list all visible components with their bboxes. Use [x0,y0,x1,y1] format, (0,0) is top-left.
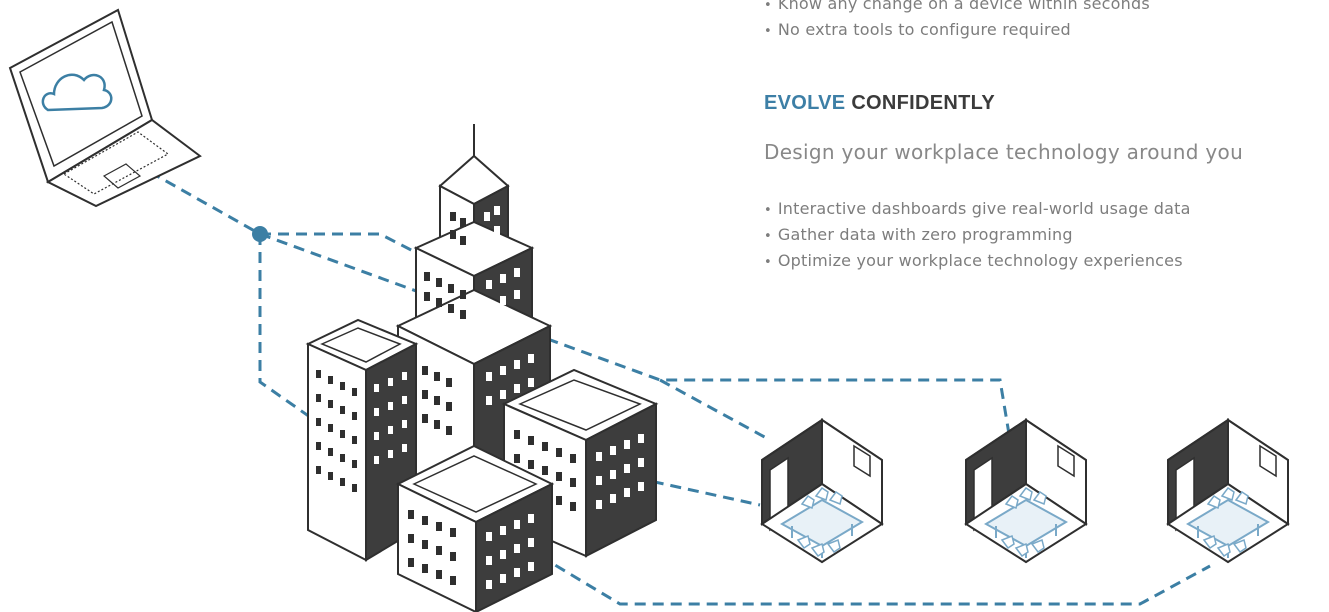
section-heading-rest: CONFIDENTLY [851,92,995,114]
section-heading-accent: EVOLVE [764,92,846,114]
office-building-icon [501,368,659,558]
feature-list-top: Know any change on a device within secon… [764,0,1150,44]
feature-list: Interactive dashboards give real-world u… [764,197,1191,275]
meeting-room-icon [1167,419,1289,563]
meeting-room-icon [761,419,883,563]
list-item: Optimize your workplace technology exper… [764,249,1191,275]
laptop-icon [8,8,202,208]
list-item: Gather data with zero programming [764,223,1191,249]
list-item: Interactive dashboards give real-world u… [764,197,1191,223]
list-item: No extra tools to configure required [764,18,1150,44]
network-hub-node [252,226,268,242]
section-subheading: Design your workplace technology around … [764,140,1244,164]
list-item: Know any change on a device within secon… [764,0,1150,18]
office-building-icon [395,444,555,612]
cloud-icon [41,73,113,112]
meeting-room-icon [965,419,1087,563]
section-heading: EVOLVE CONFIDENTLY [764,92,995,115]
